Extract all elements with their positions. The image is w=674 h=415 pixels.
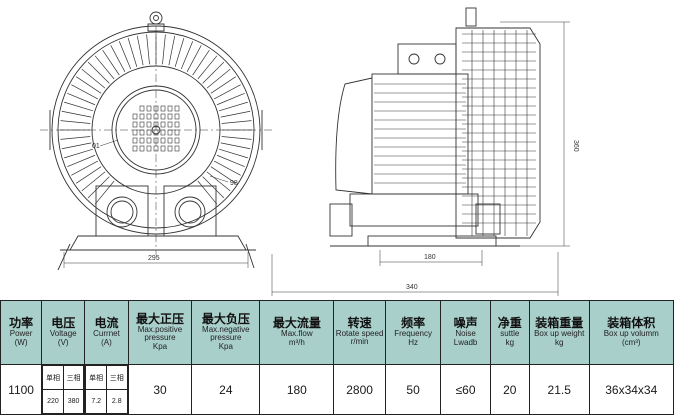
blower-technical-drawing: 295 01 98: [40, 7, 579, 296]
side-base-dimension: 180: [424, 254, 436, 261]
current-single-value: 7.2: [85, 389, 107, 414]
header-max-flow: 最大流量 Max.flow m³/h: [259, 300, 335, 365]
cell-power: 1100: [0, 364, 43, 415]
header-suttle: 净重 suttle kg: [489, 300, 530, 365]
cell-box-weight: 21.5: [528, 364, 590, 415]
header-power: 功率 Power (W): [0, 300, 43, 365]
header-noise: 噪声 Noise Lwadb: [440, 300, 491, 365]
header-voltage: 电压 Voltage (V): [41, 300, 86, 365]
voltage-three-value: 380: [62, 389, 84, 414]
cell-rotate-speed: 2800: [333, 364, 386, 415]
cell-suttle: 20: [489, 364, 530, 415]
header-box-volume: 装箱体积 Box up volumm (cm³): [588, 300, 674, 365]
spec-header-row: 功率 Power (W) 电压 Voltage (V) 电流 Currnet (…: [0, 300, 674, 365]
cell-max-flow: 180: [259, 364, 335, 415]
spec-table: 功率 Power (W) 电压 Voltage (V) 电流 Currnet (…: [0, 300, 674, 415]
cell-max-negative-pressure: 24: [191, 364, 261, 415]
front-view: [40, 11, 272, 271]
current-three-value: 2.8: [105, 389, 128, 414]
voltage-single-label: 单相: [42, 365, 64, 390]
current-three-label: 三相: [105, 365, 128, 390]
voltage-three-label: 三相: [62, 365, 84, 390]
cell-current: 单相 三相 7.2 2.8: [84, 364, 129, 415]
cell-box-volume: 36x34x34: [588, 364, 674, 415]
voltage-single-value: 220: [42, 389, 64, 414]
side-overall-dimension: 340: [406, 284, 418, 291]
header-current: 电流 Currnet (A): [84, 300, 129, 365]
header-rotate-speed: 转速 Rotate speed r/min: [333, 300, 386, 365]
cell-noise: ≤60: [440, 364, 491, 415]
cell-max-positive-pressure: 30: [127, 364, 193, 415]
cell-frequency: 50: [384, 364, 442, 415]
side-view: [271, 7, 570, 296]
header-frequency: 频率 Frequency Hz: [384, 300, 442, 365]
header-max-negative-pressure: 最大负压 Max.negative pressure Kpa: [191, 300, 261, 365]
header-max-positive-pressure: 最大正压 Max.positive pressure Kpa: [127, 300, 193, 365]
side-height-dimension: 360: [572, 140, 579, 152]
cell-voltage: 单相 三相 220 380: [41, 364, 86, 415]
spec-data-row: 1100 单相 三相 220 380 单相 三相: [0, 364, 674, 415]
front-width-dimension: 295: [148, 255, 160, 262]
current-single-label: 单相: [85, 365, 107, 390]
front-right-label: 98: [230, 180, 238, 187]
header-box-weight: 装箱重量 Box up weight kg: [528, 300, 590, 365]
front-left-label: 01: [92, 143, 100, 150]
